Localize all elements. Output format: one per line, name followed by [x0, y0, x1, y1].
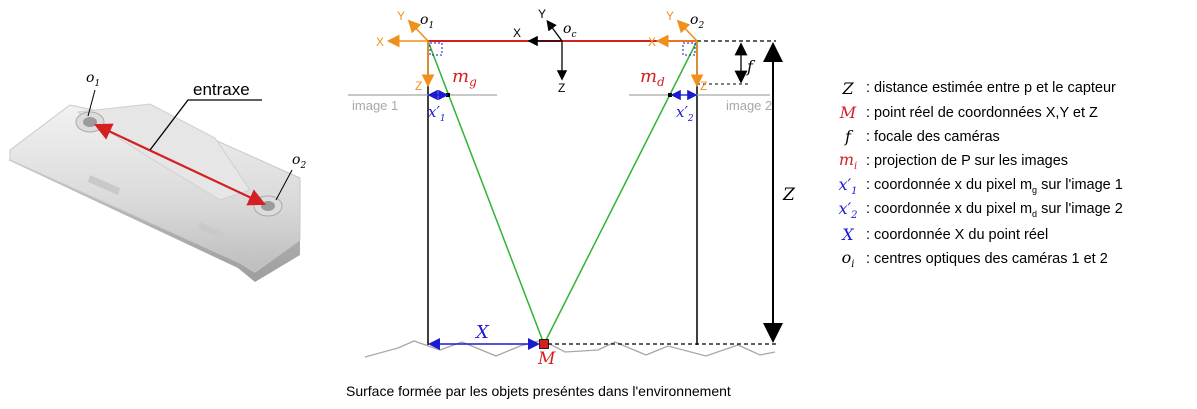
- legend-row: X : coordonnée X du point réel: [828, 222, 1193, 246]
- legend-symbol: x′1: [838, 174, 858, 197]
- svg-text:X: X: [513, 26, 521, 40]
- legend-text: : coordonnée x du pixel mg sur l'image 1: [866, 176, 1123, 195]
- svg-text:Z: Z: [700, 79, 707, 93]
- device-o1-label: o1: [86, 70, 100, 89]
- legend-text: : coordonnée X du point réel: [866, 226, 1049, 243]
- f-dimension-label: f: [746, 57, 756, 76]
- device-o2-pointer: [275, 169, 293, 201]
- legend-symbol: Z: [842, 78, 854, 98]
- legend-text: : centres optiques des caméras 1 et 2: [866, 250, 1108, 267]
- x2-prime-label: x′2: [676, 103, 694, 124]
- point-M: [539, 339, 549, 349]
- legend-symbol: oi: [841, 247, 855, 271]
- Z-dimension-label: Z: [782, 185, 796, 205]
- X-dimension-label: X: [474, 322, 490, 343]
- legend-text: : coordonnée x du pixel md sur l'image 2: [866, 201, 1123, 220]
- mg-label: mg: [452, 66, 477, 89]
- image1-label: image 1: [352, 98, 398, 113]
- legend-text: : focale des caméras: [866, 128, 1000, 145]
- legend-text: : projection de P sur les images: [866, 153, 1069, 170]
- legend-row: f : focale des caméras: [828, 125, 1193, 149]
- M-label: M: [537, 349, 556, 369]
- svg-text:X: X: [376, 35, 384, 49]
- stereo-camera-device: [8, 103, 301, 282]
- figure-caption: Surface formée par les objets preséntes …: [346, 383, 731, 399]
- legend-symbol: x′2: [838, 199, 858, 222]
- legend-row: mi : projection de P sur les images: [828, 149, 1193, 173]
- legend-symbol: mi: [838, 150, 858, 173]
- svg-text:Z: Z: [415, 79, 422, 93]
- camera1-frame: X Y Z o1: [376, 9, 443, 93]
- svg-text:Y: Y: [397, 9, 405, 23]
- svg-text:o2: o2: [690, 12, 704, 31]
- ray-right: [543, 40, 698, 345]
- entraxe-arrow: [94, 123, 266, 206]
- legend-text: : point réel de coordonnées X,Y et Z: [866, 104, 1098, 121]
- legend-row: M : point réel de coordonnées X,Y et Z: [828, 100, 1193, 124]
- svg-text:Y: Y: [538, 7, 546, 21]
- image2-label: image 2: [726, 98, 772, 113]
- x1-prime-label: x′1: [428, 103, 446, 124]
- ray-left: [427, 40, 545, 345]
- legend: Z : distance estimée entre p et le capteu…: [828, 76, 1193, 271]
- svg-text:Z: Z: [558, 81, 565, 95]
- legend-symbol: f: [845, 127, 851, 147]
- entraxe-label: entraxe: [193, 80, 250, 99]
- legend-row: Z : distance estimée entre p et le capteu…: [828, 76, 1193, 100]
- device-o1-pointer: [87, 89, 96, 117]
- svg-text:oc: oc: [563, 21, 576, 40]
- camera2-frame: X Y Z o2: [648, 9, 707, 93]
- svg-text:Y: Y: [666, 9, 674, 23]
- svg-text:X: X: [648, 35, 656, 49]
- environment-surface: [364, 339, 776, 358]
- legend-text: : distance estimée entre p et le capteur: [866, 80, 1116, 97]
- center-frame: X Y Z oc: [513, 7, 576, 95]
- legend-row: oi : centres optiques des caméras 1 et 2: [828, 247, 1193, 271]
- svg-text:o1: o1: [420, 12, 434, 31]
- device-o2-label: o2: [292, 152, 306, 171]
- legend-symbol: X: [842, 225, 854, 245]
- point-mg: [446, 93, 450, 97]
- legend-row: x′2 : coordonnée x du pixel md sur l'imag…: [828, 198, 1193, 222]
- point-md: [668, 93, 672, 97]
- entraxe-leader: [149, 99, 262, 151]
- legend-symbol: M: [839, 103, 857, 123]
- md-label: md: [640, 66, 665, 89]
- legend-row: x′1 : coordonnée x du pixel mg sur l'imag…: [828, 174, 1193, 198]
